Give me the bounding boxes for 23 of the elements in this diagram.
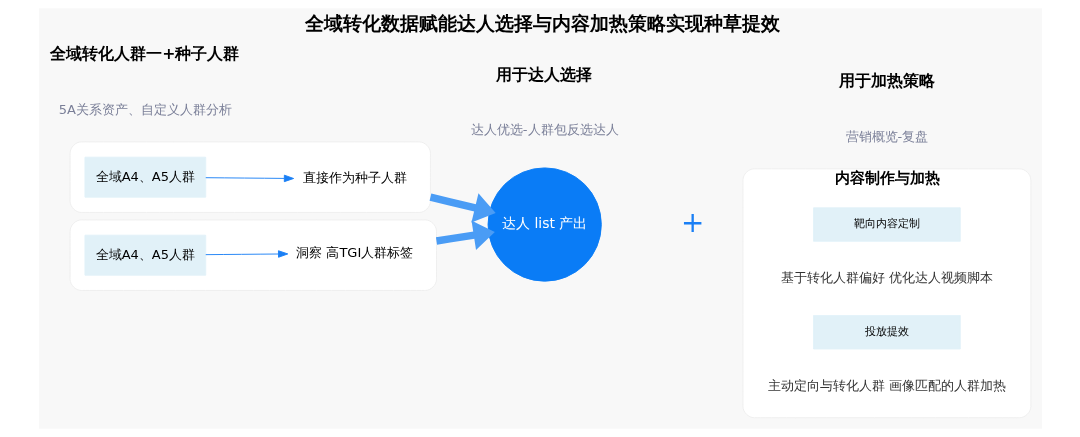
label: 营销概览-复盘 <box>845 128 928 144</box>
arrow <box>204 174 294 183</box>
node-box: 靶向内容定制 <box>812 207 961 242</box>
label: 用于加热策略 <box>838 71 935 91</box>
label: + <box>680 205 704 239</box>
cluster <box>69 219 437 291</box>
node-label: 基于转化人群偏好 优化达人视频脚本 <box>780 269 993 285</box>
arrow <box>204 250 288 258</box>
node-box: 全域A4、A5人群 <box>84 156 206 198</box>
label: 用于达人选择 <box>495 64 592 84</box>
arrow <box>429 193 496 223</box>
cluster <box>69 141 431 213</box>
node-box: 投放提效 <box>812 315 961 350</box>
diagram-title: 全域转化数据赋能达人选择与内容加热策略实现种草提效 <box>304 12 780 34</box>
arrow <box>435 220 495 250</box>
label: 全域转化人群一+种子人群 <box>49 44 239 64</box>
node-text: 洞察 高TGI人群标签 <box>295 244 413 260</box>
label: 达人优选-人群包反选达人 <box>470 122 619 138</box>
node-box: 全域A4、A5人群 <box>84 234 206 276</box>
label: 5A关系资产、自定义人群分析 <box>58 101 232 117</box>
node-label: 主动定向与转化人群 画像匹配的人群加热 <box>767 377 1006 393</box>
node-circle: 达人 list 产出 <box>487 167 602 282</box>
node-text: 直接作为种子人群 <box>302 170 407 186</box>
